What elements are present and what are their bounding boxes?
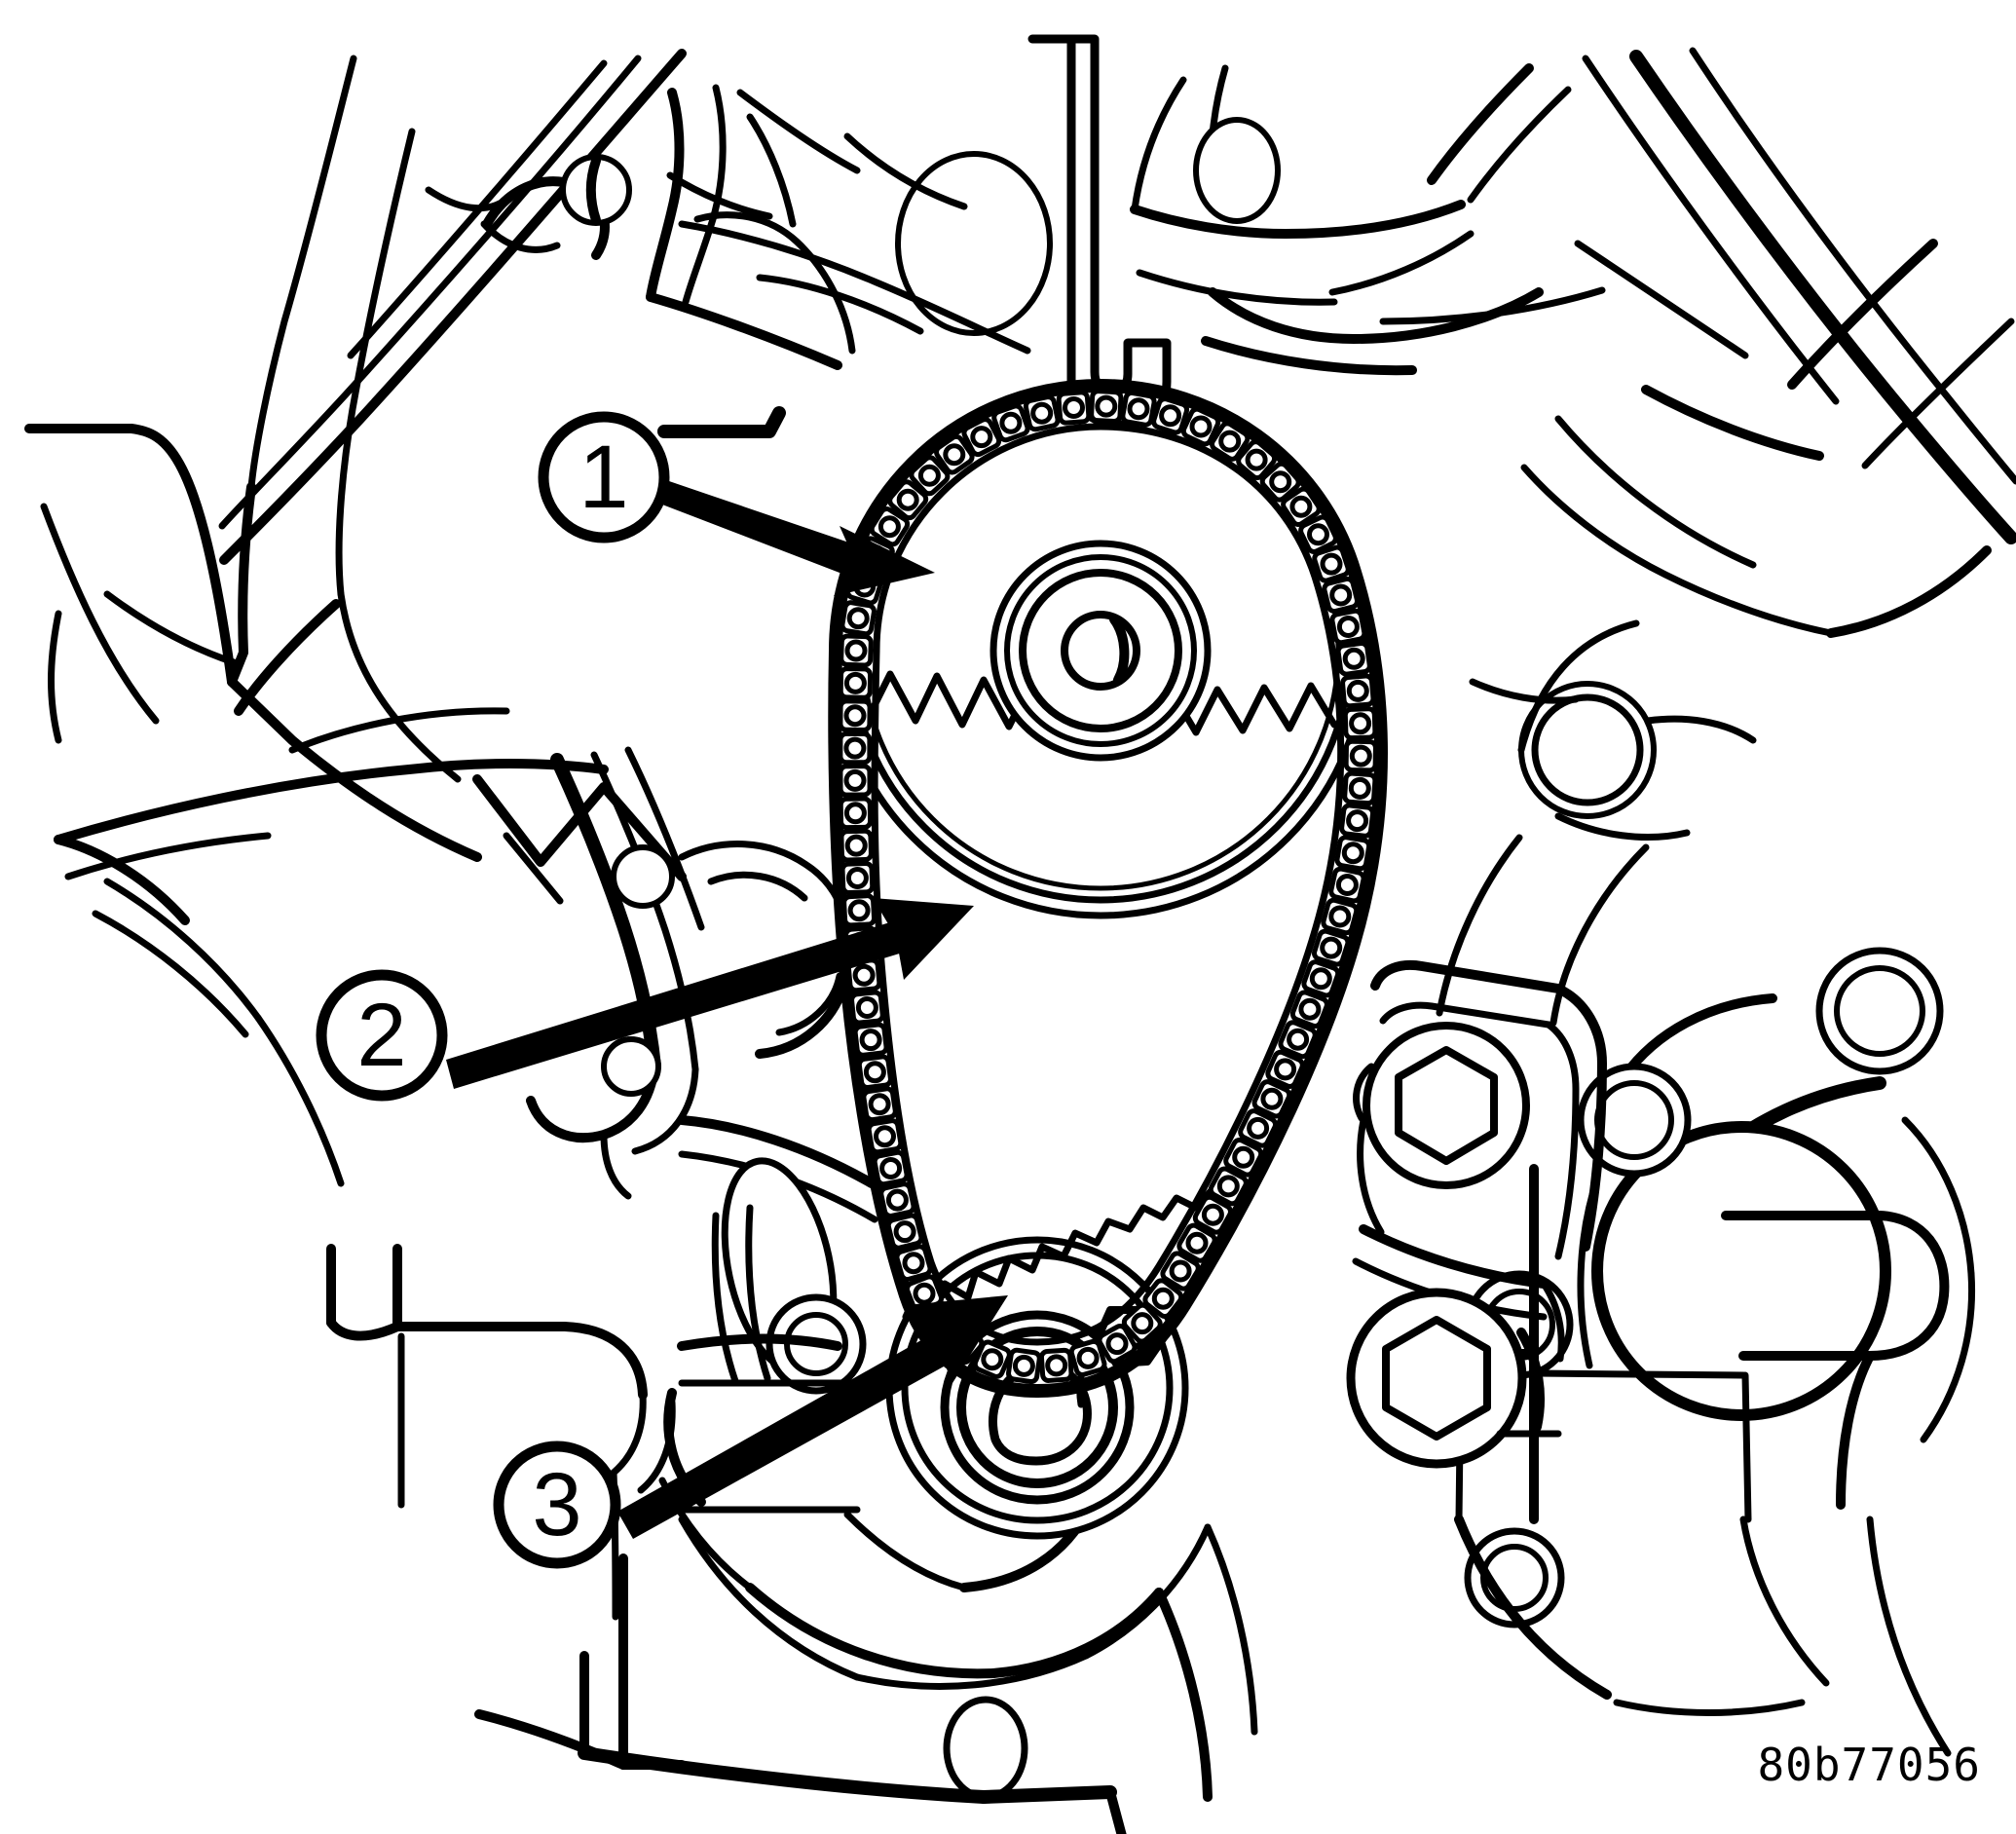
upper-right-bracket [1130,63,1606,376]
block-bottom-center [578,1477,1258,1834]
figure-id-label: 80b77056 [1757,1739,1981,1791]
callout-2-circle [316,969,448,1102]
callout-1-arrow [662,481,935,596]
upper-left-bracket [24,49,687,862]
callout-2-arrow [446,898,974,1089]
chain-guide-arm [1346,960,1607,1469]
timing-chain [828,379,1388,1398]
front-cover-left [54,707,900,1507]
callout-3-arrow [617,1295,1008,1539]
chain-holding-tool [1027,34,1172,430]
callout-1-number: 1 [579,428,629,527]
callout-2-number: 2 [356,986,407,1085]
callout-3-number: 3 [532,1455,582,1554]
cylinder-head-structure [646,84,1053,370]
callout-3-circle [493,1441,621,1569]
camshaft-sprocket [832,382,1369,919]
callout-1-circle [538,411,670,543]
engine-block-right [1436,415,1992,1757]
right-frame-ribs [1574,47,2016,544]
callout-graphics [316,406,1008,1569]
cam-carrier-detail [425,154,632,260]
